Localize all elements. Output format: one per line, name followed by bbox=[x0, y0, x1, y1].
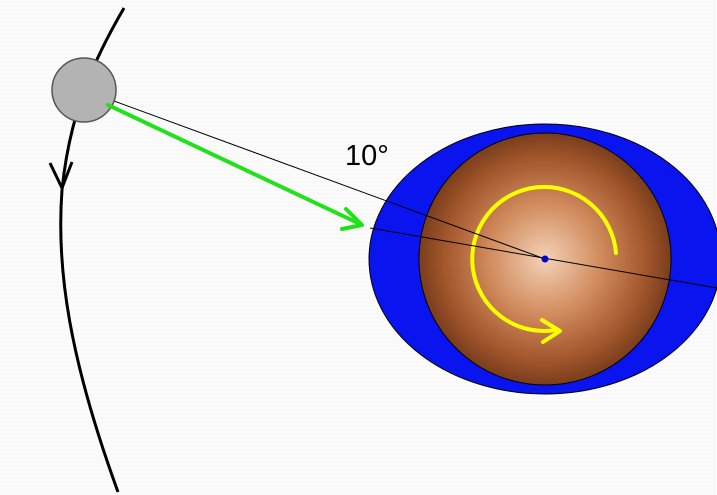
gravity-force-arrow bbox=[106, 103, 362, 226]
rotation-arrow-icon bbox=[470, 184, 618, 333]
angle-label: 10° bbox=[345, 140, 389, 172]
moon bbox=[51, 57, 117, 123]
moon-planet-line bbox=[83, 89, 546, 260]
orbit-direction-arrowhead-icon bbox=[48, 161, 74, 192]
gravity-force-arrowhead-icon bbox=[340, 207, 364, 231]
planet-center-dot bbox=[541, 255, 549, 263]
rotation-arrowhead-icon bbox=[540, 318, 562, 344]
